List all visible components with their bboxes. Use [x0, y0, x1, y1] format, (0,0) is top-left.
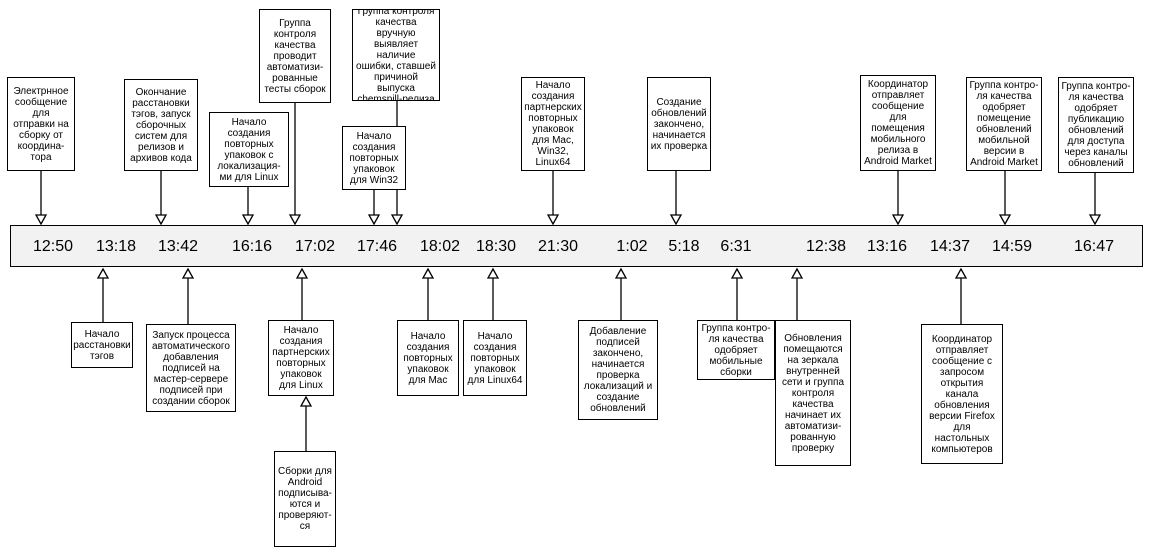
- time-label: 6:31: [720, 238, 752, 255]
- time-label: 5:18: [668, 238, 700, 255]
- event-box-bottom: Обновления помещаются на зеркала внутрен…: [775, 320, 851, 466]
- time-label: 16:47: [1073, 238, 1115, 255]
- event-box-bottom: Сборки для Android подписыва- ются и про…: [274, 451, 336, 547]
- event-box-top: Группа контроля качества проводит автома…: [259, 9, 331, 103]
- event-box-bottom: Запуск процесса автоматического добавлен…: [146, 324, 236, 412]
- time-label: 18:02: [419, 238, 461, 255]
- event-box-top: Начало создания повторных упаковок с лок…: [209, 112, 289, 187]
- event-box-top: Электрнное сообщение для отправки на сбо…: [7, 77, 75, 171]
- time-label: 12:38: [805, 238, 847, 255]
- time-label: 13:18: [95, 238, 137, 255]
- arrow-down-icon: [669, 214, 683, 226]
- time-label: 13:42: [157, 238, 199, 255]
- arrow-up-icon: [790, 267, 804, 279]
- time-label: 14:59: [991, 238, 1033, 255]
- arrow-up-icon: [295, 267, 309, 279]
- arrow-down-icon: [891, 214, 905, 226]
- arrow-up-icon: [614, 267, 628, 279]
- arrow-down-icon: [1088, 214, 1102, 226]
- event-box-top: Группа контро- ля качества одобряет поме…: [966, 77, 1042, 171]
- event-box-bottom: Начало создания партнерских повторных уп…: [268, 320, 334, 396]
- time-label: 16:16: [231, 238, 273, 255]
- event-box-bottom: Начало расстановки тэгов: [71, 322, 133, 368]
- arrow-down-icon: [390, 214, 404, 226]
- event-box-top: Координатор отправляет сообщение для пом…: [860, 75, 936, 171]
- event-box-bottom: Координатор отправляет сообщение с запро…: [921, 324, 1003, 464]
- event-box-bottom: Группа контро- ля качества одобряет моби…: [697, 320, 775, 380]
- time-label: 14:37: [929, 238, 971, 255]
- arrow-up-icon: [181, 267, 195, 279]
- arrow-down-icon: [288, 214, 302, 226]
- event-box-top: Группа контро- ля качества одобряет публ…: [1058, 77, 1134, 173]
- timeline-bar: [10, 225, 1143, 267]
- time-label: 18:30: [475, 238, 517, 255]
- arrow-up-icon: [730, 267, 744, 279]
- time-label: 1:02: [616, 238, 648, 255]
- event-box-bottom: Начало создания повторных упаковок для L…: [463, 320, 527, 396]
- arrow-down-icon: [546, 214, 560, 226]
- event-box-top: Создание обновлений закончено, начинаетс…: [647, 77, 711, 171]
- arrow-down-icon: [241, 214, 255, 226]
- time-label: 12:50: [32, 238, 74, 255]
- arrow-down-icon: [367, 214, 381, 226]
- arrow-up-icon: [954, 267, 968, 279]
- arrow-down-icon: [998, 214, 1012, 226]
- event-box-top: Группа контроля качества вручную выявляе…: [352, 9, 440, 101]
- time-label: 17:46: [356, 238, 398, 255]
- event-box-bottom: Добавление подписей закончено, начинаетс…: [578, 320, 658, 420]
- event-box-bottom: Начало создания повторных упаковок для M…: [397, 320, 459, 396]
- event-box-top: Начало создания повторных упаковок для W…: [342, 126, 406, 190]
- arrow-up-icon: [421, 267, 435, 279]
- event-box-top: Начало создания партнерских повторных уп…: [521, 77, 585, 171]
- arrow-down-icon: [34, 214, 48, 226]
- arrow-up-icon: [486, 267, 500, 279]
- time-label: 17:02: [294, 238, 336, 255]
- arrow-down-icon: [154, 214, 168, 226]
- time-label: 21:30: [537, 238, 579, 255]
- arrow-up-icon: [299, 395, 313, 407]
- arrow-up-icon: [96, 267, 110, 279]
- event-box-top: Окончание расстановки тэгов, запуск сбор…: [124, 79, 198, 171]
- time-label: 13:16: [866, 238, 908, 255]
